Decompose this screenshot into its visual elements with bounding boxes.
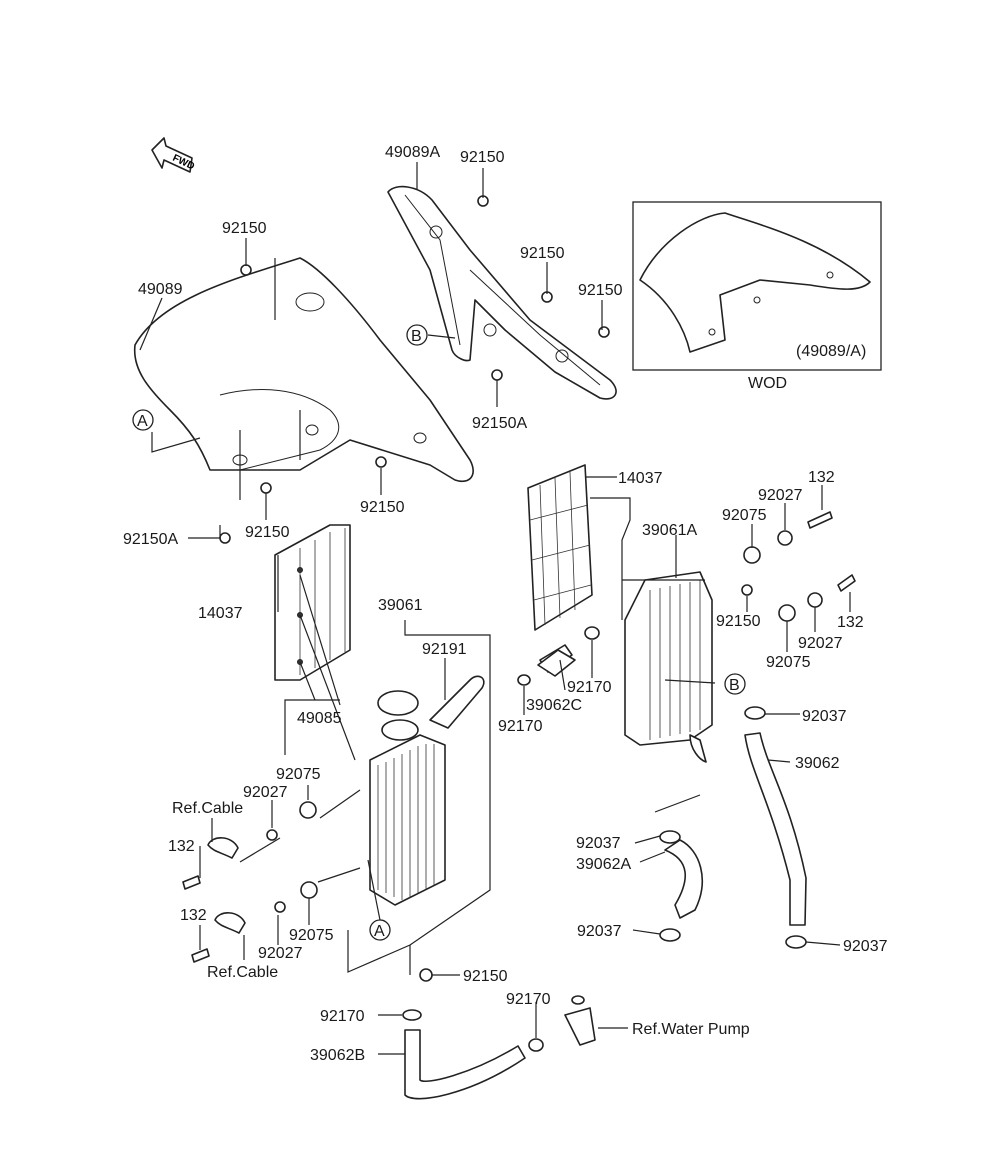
- label-92170: 92170: [498, 718, 543, 735]
- label-92075: 92075: [766, 654, 811, 671]
- label-14037: 14037: [618, 470, 663, 487]
- label-ref-cable: Ref.Cable: [172, 800, 243, 817]
- label-92150: 92150: [716, 613, 761, 630]
- label-92150A: 92150A: [123, 531, 178, 548]
- callout-B-right: B: [724, 673, 746, 695]
- label-ref-water-pump: Ref.Water Pump: [632, 1021, 750, 1038]
- label-92027: 92027: [243, 784, 288, 801]
- label-92150A: 92150A: [472, 415, 527, 432]
- label-92150: 92150: [463, 968, 508, 985]
- label-92037: 92037: [577, 923, 622, 940]
- label-39062C: 39062C: [526, 697, 582, 714]
- callout-A-top: A: [132, 409, 154, 431]
- label-14037: 14037: [198, 605, 243, 622]
- callout-A-bottom: A: [369, 919, 391, 941]
- wod-variant-label: (49089/A): [796, 343, 866, 360]
- part-labels: 49089A 92150 92150 92150 92150 49089 921…: [123, 144, 888, 1064]
- label-49089: 49089: [138, 281, 183, 298]
- leader-lines: [139, 162, 851, 1055]
- label-92027: 92027: [798, 635, 843, 652]
- label-92150: 92150: [460, 149, 505, 166]
- label-92170: 92170: [320, 1008, 365, 1025]
- svg-text:A: A: [137, 413, 148, 430]
- label-92150: 92150: [578, 282, 623, 299]
- label-132: 132: [837, 614, 864, 631]
- radiator-guard-left: [274, 524, 351, 681]
- callout-B-mid: B: [406, 324, 428, 346]
- fwd-arrow-icon: FWD: [151, 137, 196, 173]
- label-132: 132: [180, 907, 207, 924]
- label-92191: 92191: [422, 641, 467, 658]
- label-92027: 92027: [758, 487, 803, 504]
- label-49085: 49085: [297, 710, 342, 727]
- svg-text:B: B: [729, 677, 740, 694]
- fasteners: [182, 195, 856, 1052]
- shroud-49089: [133, 257, 474, 482]
- label-92037: 92037: [802, 708, 847, 725]
- label-92150: 92150: [222, 220, 267, 237]
- label-39062A: 39062A: [576, 856, 631, 873]
- label-92075: 92075: [289, 927, 334, 944]
- label-92150: 92150: [360, 499, 405, 516]
- hoses: [404, 644, 807, 1100]
- label-39061: 39061: [378, 597, 423, 614]
- label-92037: 92037: [576, 835, 621, 852]
- radiator-right: [624, 571, 713, 763]
- label-39062B: 39062B: [310, 1047, 365, 1064]
- label-49089A: 49089A: [385, 144, 440, 161]
- label-92075: 92075: [276, 766, 321, 783]
- label-92170: 92170: [567, 679, 612, 696]
- wod-inset: (49089/A) WOD: [632, 201, 882, 392]
- label-92150: 92150: [520, 245, 565, 262]
- shroud-49089A: [387, 185, 617, 400]
- radiator-left: [369, 675, 485, 906]
- label-39062: 39062: [795, 755, 840, 772]
- label-92037: 92037: [843, 938, 888, 955]
- label-39061A: 39061A: [642, 522, 697, 539]
- svg-text:B: B: [411, 328, 422, 345]
- label-92150: 92150: [245, 524, 290, 541]
- assembly-frames: [284, 497, 705, 973]
- label-92075: 92075: [722, 507, 767, 524]
- radiator-guard-right: [527, 464, 593, 631]
- water-pump-fitting: [564, 995, 596, 1046]
- wod-caption: WOD: [748, 375, 787, 392]
- svg-text:A: A: [374, 923, 385, 940]
- label-132: 132: [808, 469, 835, 486]
- label-92027: 92027: [258, 945, 303, 962]
- label-92170: 92170: [506, 991, 551, 1008]
- label-ref-cable: Ref.Cable: [207, 964, 278, 981]
- label-132: 132: [168, 838, 195, 855]
